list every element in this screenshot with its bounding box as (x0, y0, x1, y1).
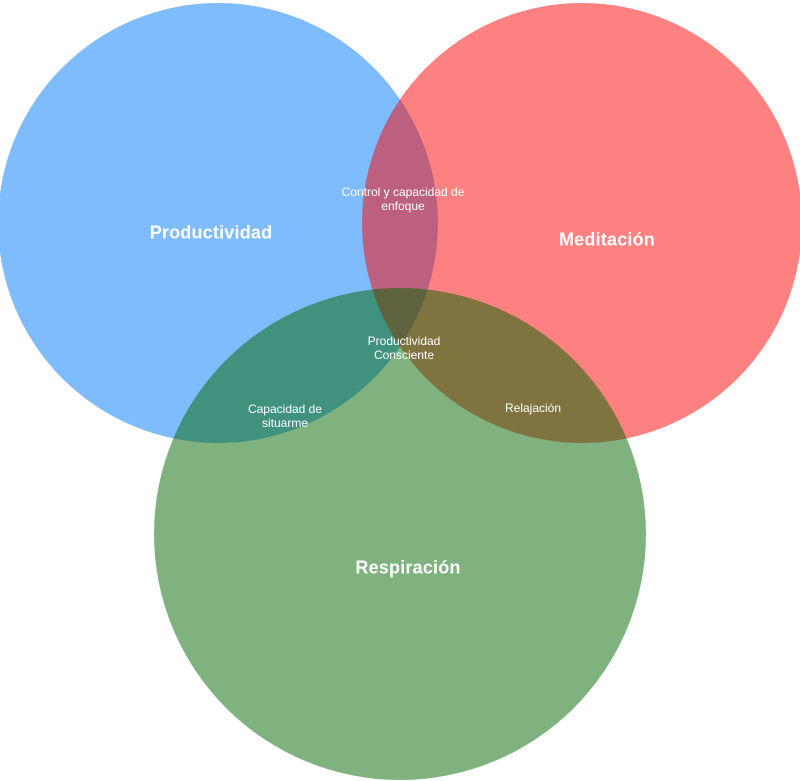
circle-respiracion (154, 288, 646, 780)
intersection-label-productividad-respiracion: Capacidad de situarme (247, 402, 323, 430)
set-label-productividad: Productividad (149, 222, 273, 243)
intersection-label-center: Productividad Consciente (367, 334, 441, 362)
intersection-label-meditacion-respiracion: Relajación (504, 401, 562, 415)
set-label-meditacion: Meditación (558, 229, 656, 250)
intersection-label-productividad-meditacion: Control y capacidad de enfoque (341, 185, 465, 213)
set-label-respiracion: Respiración (355, 557, 461, 578)
